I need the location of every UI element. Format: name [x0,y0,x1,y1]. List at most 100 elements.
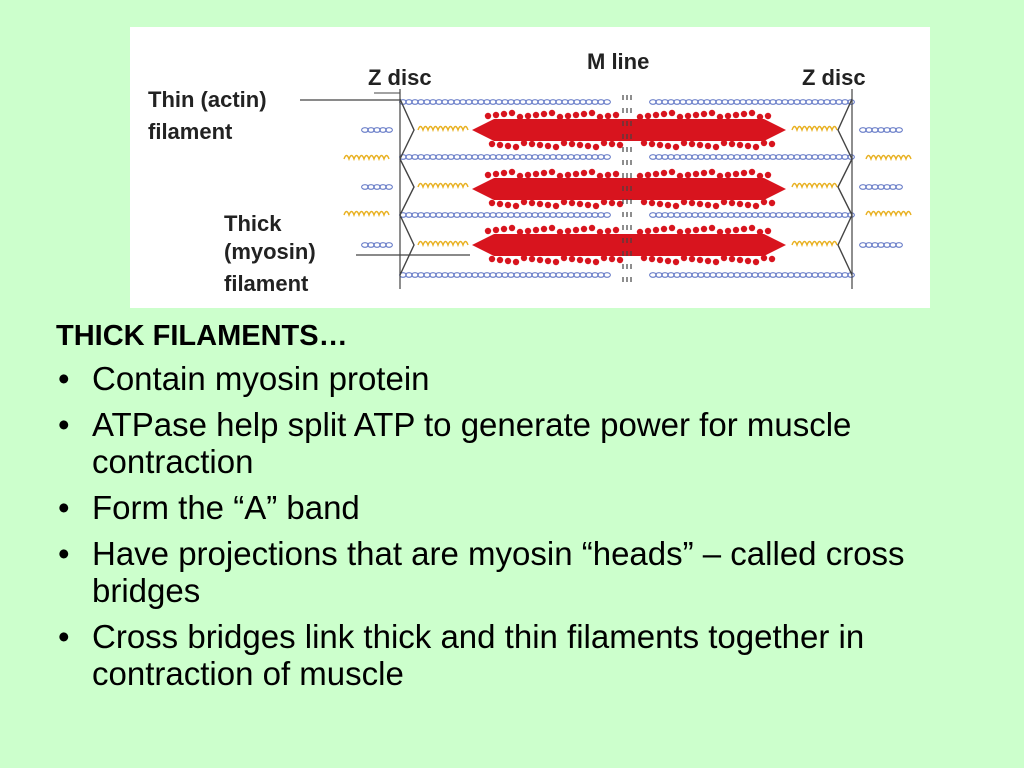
actin-monomer [417,154,425,160]
actin-monomer [507,154,515,160]
actin-monomer [751,99,759,105]
actin-monomer [775,212,783,218]
myosin-head [680,254,688,262]
actin-monomer [501,99,509,105]
actin-monomer [865,242,873,248]
actin-monomer [667,272,675,278]
myosin-head [720,254,728,262]
myosin-head [488,255,496,263]
actin-monomer [787,154,795,160]
actin-monomer [447,99,455,105]
myosin-head [536,141,544,149]
myosin-head [596,113,604,121]
actin-monomer [525,212,533,218]
actin-monomer [483,212,491,218]
actin-filament [649,212,855,218]
myosin-head [688,255,696,263]
myosin-head [572,170,580,178]
actin-monomer [727,154,735,160]
myosin-head [608,140,616,148]
actin-monomer [823,212,831,218]
actin-monomer [727,272,735,278]
myosin-head [748,168,756,176]
actin-monomer [585,212,593,218]
actin-monomer [441,154,449,160]
myosin-head [760,139,768,147]
actin-monomer [685,99,693,105]
actin-monomer [781,212,789,218]
actin-monomer [865,127,873,133]
actin-monomer [739,272,747,278]
actin-monomer [721,212,729,218]
myosin-head [500,169,508,177]
titin-spring [791,240,838,248]
actin-monomer [805,272,813,278]
actin-monomer [883,184,891,190]
actin-filament [859,127,903,133]
actin-monomer [673,154,681,160]
myosin-filament [472,109,786,151]
myosin-head [504,142,512,150]
myosin-head [616,200,624,208]
actin-monomer [805,99,813,105]
actin-monomer [429,99,437,105]
actin-monomer [567,99,575,105]
section-heading: THICK FILAMENTS… [56,320,348,352]
actin-monomer [649,154,657,160]
actin-monomer [877,127,885,133]
actin-monomer [453,154,461,160]
actin-monomer [495,99,503,105]
actin-monomer [733,154,741,160]
actin-monomer [555,99,563,105]
actin-monomer [841,99,849,105]
actin-monomer [751,154,759,160]
myosin-head [596,228,604,236]
actin-monomer [367,184,375,190]
myosin-head [552,143,560,151]
myosin-head [500,225,508,233]
actin-filament [361,127,393,133]
actin-monomer [685,272,693,278]
actin-monomer [471,154,479,160]
actin-monomer [739,212,747,218]
actin-monomer [531,99,539,105]
myosin-head [604,227,612,235]
actin-monomer [889,127,897,133]
myosin-filament [472,168,786,210]
actin-monomer [453,212,461,218]
myosin-head [532,111,540,119]
actin-filaments [361,99,903,278]
myosin-head [512,143,520,151]
actin-monomer [585,154,593,160]
actin-monomer [417,212,425,218]
actin-monomer [709,272,717,278]
actin-monomer [841,154,849,160]
myosin-head [488,140,496,148]
myosin-head [700,169,708,177]
actin-monomer [889,242,897,248]
myosin-head [556,228,564,236]
myosin-head [608,255,616,263]
actin-monomer [793,272,801,278]
myosin-head [560,198,568,206]
myosin-head [636,113,644,121]
myosin-head [592,143,600,151]
myosin-head [720,198,728,206]
myosin-head [588,224,596,232]
bullet-icon: • [58,618,70,655]
actin-monomer [597,154,605,160]
actin-monomer [519,272,527,278]
myosin-head [588,168,596,176]
myosin-head [592,202,600,210]
actin-monomer [477,99,485,105]
actin-monomer [835,99,843,105]
actin-monomer [859,184,867,190]
myosin-head [516,172,524,180]
actin-monomer [483,99,491,105]
actin-monomer [673,212,681,218]
actin-monomer [655,272,663,278]
actin-monomer [691,272,699,278]
myosin-head [600,139,608,147]
myosin-head [636,228,644,236]
list-item: •Form the “A” band [56,489,996,526]
